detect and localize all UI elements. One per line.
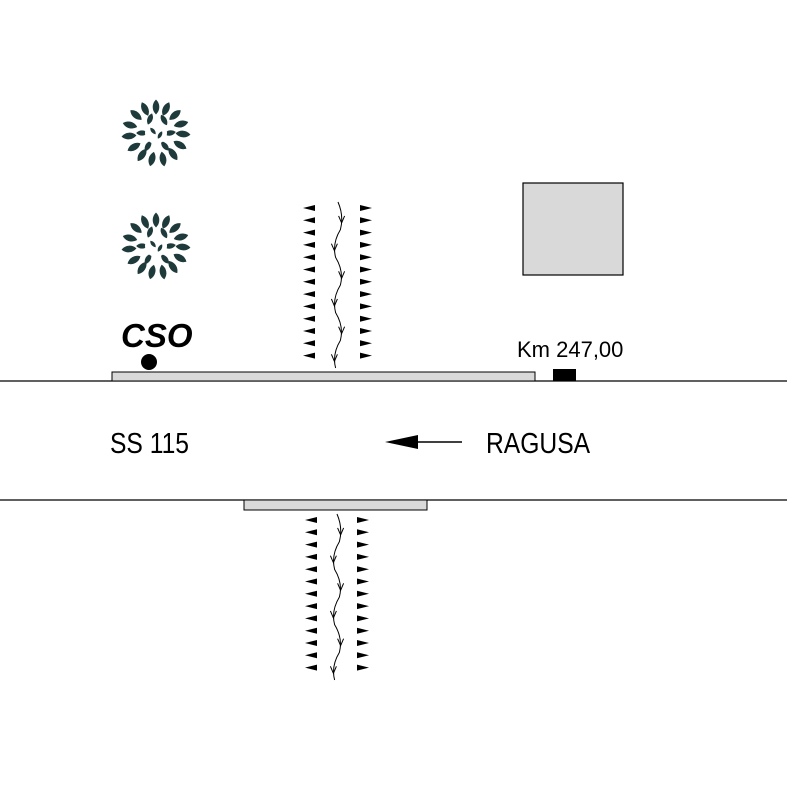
bank-tick (357, 566, 369, 573)
bank-tick (360, 254, 372, 261)
bank-tick (360, 303, 372, 310)
bank-tick (305, 590, 317, 597)
flow-arrow (330, 243, 338, 252)
bank-tick (305, 664, 317, 671)
flow-arrow (330, 298, 338, 308)
bank-tick (357, 603, 369, 610)
tree-icon (122, 100, 190, 167)
bank-tick (357, 652, 369, 659)
bank-tick (357, 541, 369, 548)
bank-tick (360, 340, 372, 347)
bank-tick (360, 315, 372, 322)
bank-tick (357, 627, 369, 634)
flow-arrow (329, 666, 337, 675)
bank-tick (357, 529, 369, 536)
bank-tick (360, 328, 372, 334)
bank-tick (357, 517, 369, 523)
flow-arrow (329, 555, 337, 564)
bank-tick (357, 553, 369, 560)
sidewalk-north (111, 371, 536, 382)
bank-tick (303, 241, 315, 248)
bank-tick (303, 278, 315, 285)
bank-tick (303, 266, 315, 273)
bank-tick (360, 205, 372, 211)
flow-line (334, 201, 343, 369)
bank-tick (305, 603, 317, 610)
bank-tick (357, 615, 369, 622)
bank-tick (357, 590, 369, 597)
tree-icon (122, 213, 190, 280)
km-label: Km 247,00 (517, 337, 623, 362)
flow-arrow (330, 354, 338, 363)
flow-arrow (338, 271, 346, 280)
bank-tick (305, 529, 317, 536)
road-name-label: SS 115 (110, 427, 189, 459)
bank-tick (360, 229, 372, 236)
bank-tick (303, 352, 315, 359)
bank-tick (303, 340, 315, 347)
bank-tick (303, 217, 315, 224)
flow-arrow (338, 326, 346, 335)
bank-tick (305, 640, 317, 646)
flow-arrow (338, 215, 346, 225)
bank-tick (303, 205, 315, 211)
direction-label: RAGUSA (486, 427, 590, 459)
flow-line (333, 513, 342, 681)
bank-tick (357, 578, 369, 585)
bank-tick (305, 615, 317, 622)
bank-tick (357, 664, 369, 671)
watercourse-icon (305, 513, 369, 681)
bank-tick (360, 291, 372, 298)
bank-tick (305, 517, 317, 523)
flow-arrow (337, 527, 345, 537)
bank-tick (303, 229, 315, 236)
flow-arrow (337, 583, 345, 592)
bank-tick (360, 217, 372, 224)
sidewalk-south (243, 499, 428, 511)
bank-tick (305, 566, 317, 573)
flow-arrow (337, 638, 345, 647)
bank-tick (357, 640, 369, 646)
building-icon (522, 182, 624, 276)
bank-tick (360, 241, 372, 248)
bank-tick (305, 627, 317, 634)
bank-tick (360, 352, 372, 359)
bank-tick (360, 278, 372, 285)
flow-arrow (329, 610, 337, 620)
bank-tick (303, 315, 315, 322)
cso-label: CSO (121, 317, 193, 354)
bank-tick (303, 328, 315, 334)
bank-tick (305, 553, 317, 560)
km-marker-icon (553, 369, 576, 381)
bank-tick (305, 541, 317, 548)
bank-tick (305, 652, 317, 659)
bank-tick (360, 266, 372, 273)
arrow-left-icon (385, 435, 462, 449)
bank-tick (303, 291, 315, 298)
dot-icon (141, 354, 157, 370)
bank-tick (303, 303, 315, 310)
watercourse-icon (303, 201, 372, 369)
bank-tick (305, 578, 317, 585)
bank-tick (303, 254, 315, 261)
